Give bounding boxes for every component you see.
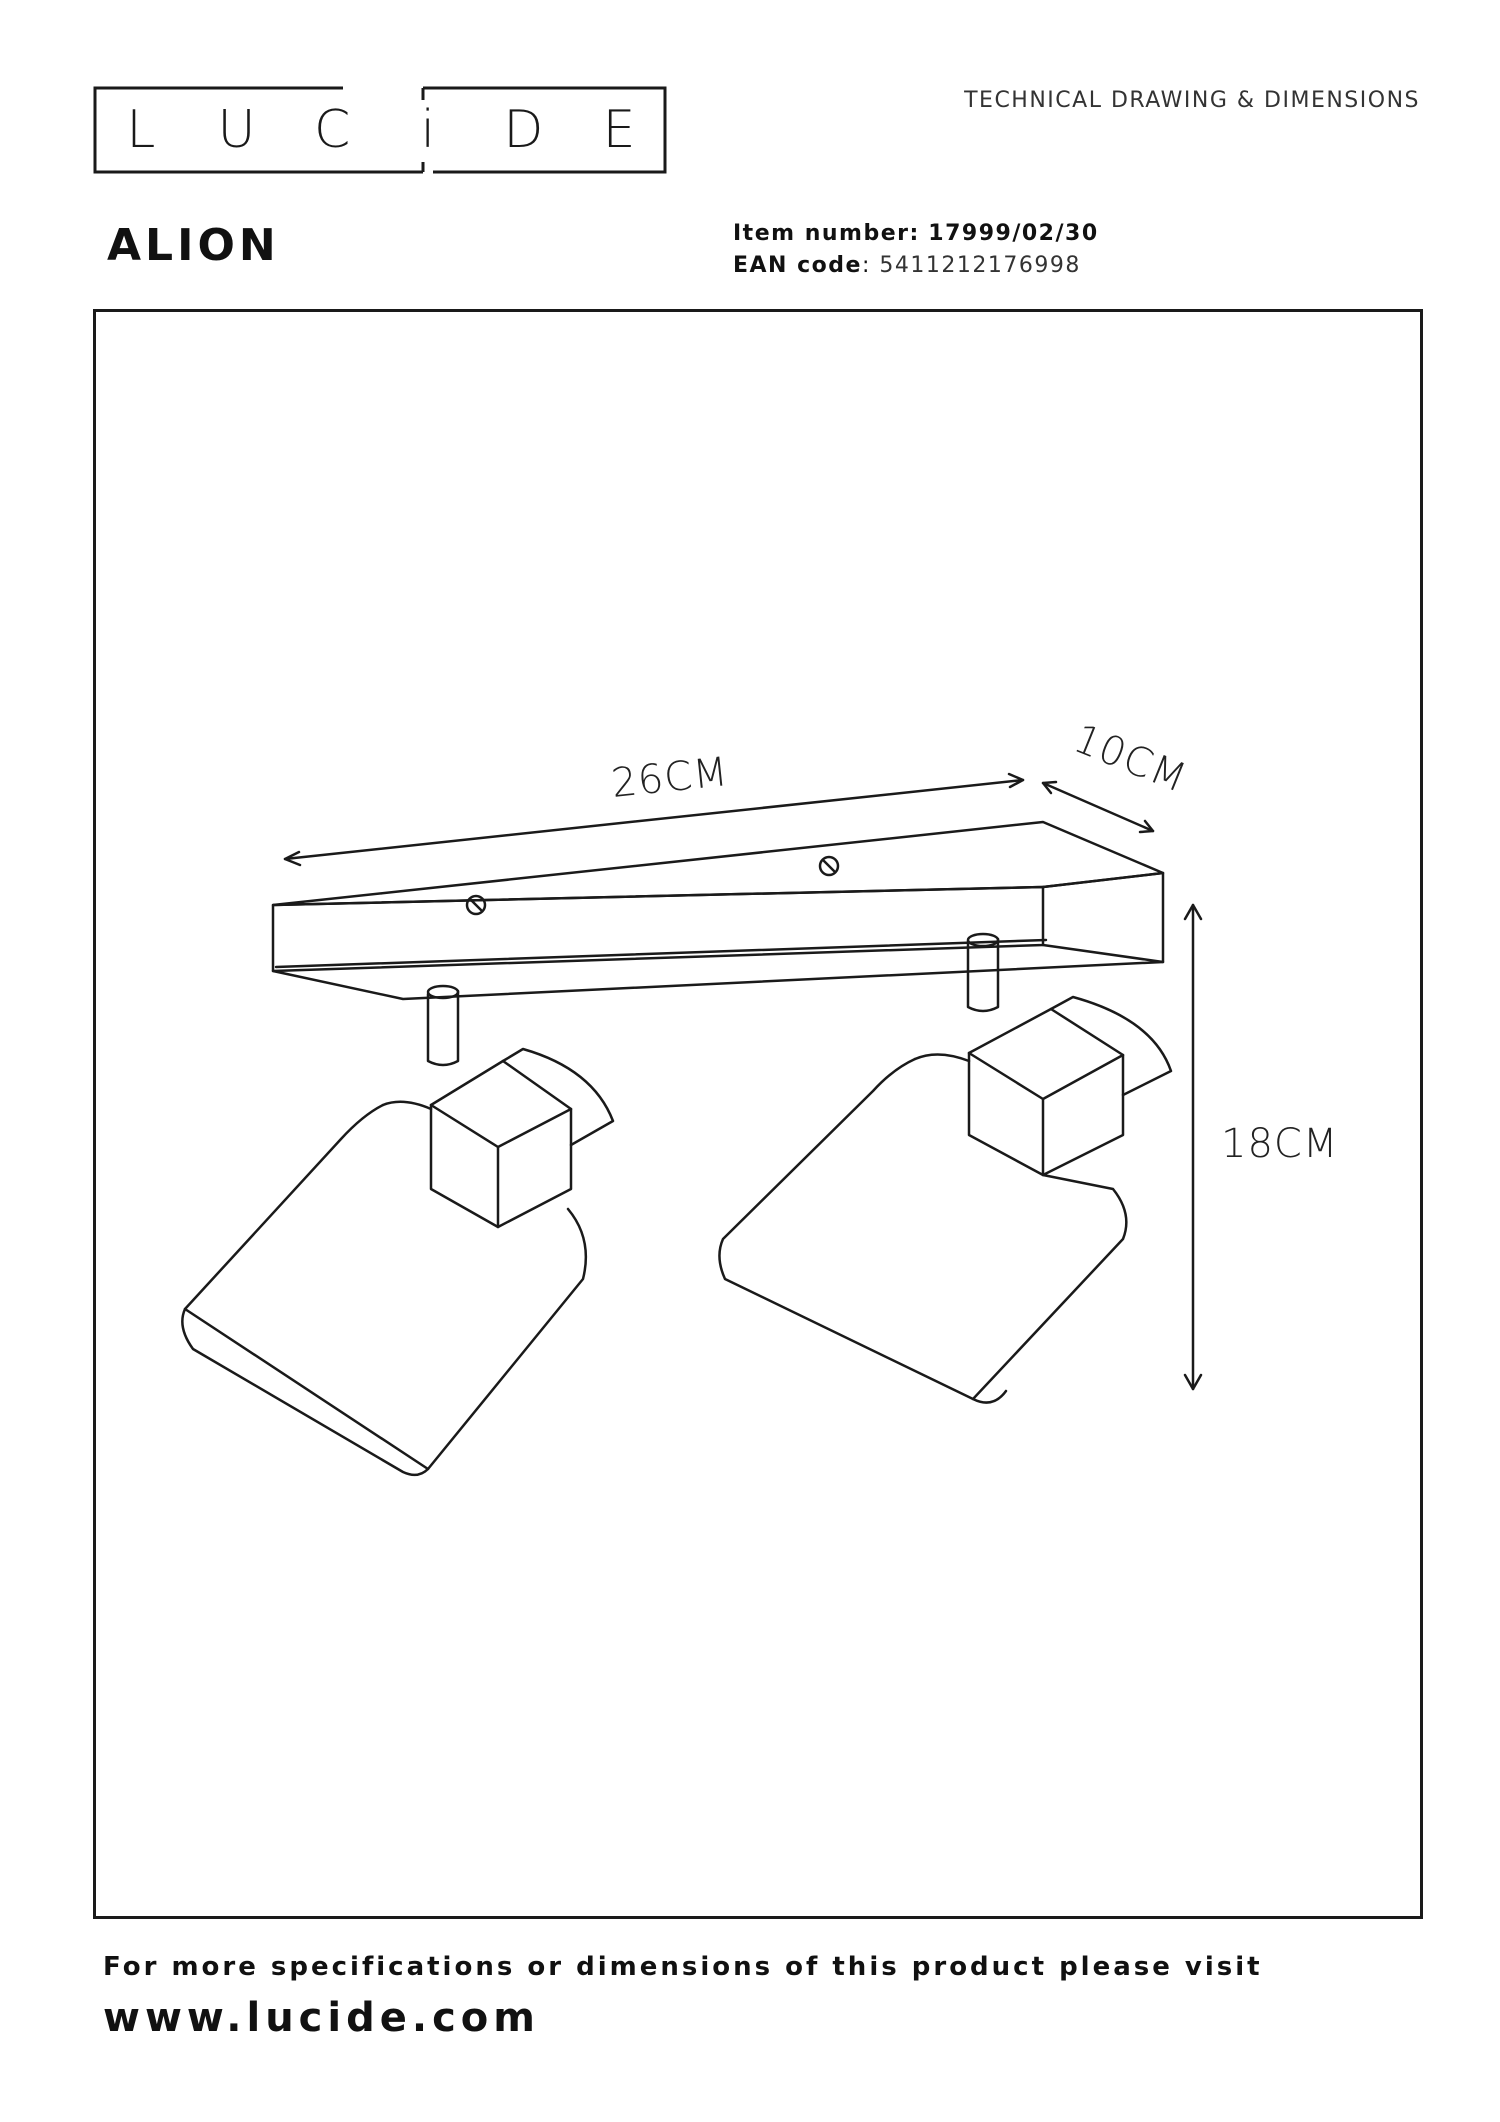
plate-side-face bbox=[1041, 871, 1165, 964]
ean-label: EAN code bbox=[733, 253, 862, 278]
ean-colon: : bbox=[861, 253, 880, 278]
plate-front-face bbox=[271, 885, 1045, 973]
ean-value: 5411212176998 bbox=[879, 253, 1081, 278]
brand-logo: L U C i D E bbox=[93, 86, 667, 174]
logo-letter: C bbox=[313, 100, 351, 160]
footer-url-link[interactable]: www.lucide.com bbox=[103, 1995, 540, 2041]
plate-edge bbox=[274, 938, 1048, 969]
logo-letter: L bbox=[126, 100, 156, 160]
screw-right bbox=[818, 855, 840, 877]
dimension-height-label: 18CM bbox=[1221, 1121, 1338, 1167]
dimension-depth-label: 10CM bbox=[1067, 716, 1193, 803]
item-number-label: Item number: bbox=[733, 221, 920, 246]
dimension-length bbox=[283, 772, 1025, 867]
drawing-frame bbox=[93, 309, 1423, 1919]
logo-letter: i bbox=[420, 100, 436, 160]
logo-frame bbox=[93, 86, 667, 174]
spot-right bbox=[718, 932, 1173, 1404]
technical-drawing: 26CM 10CM 18CM bbox=[181, 716, 1338, 1477]
logo-letter: E bbox=[602, 100, 636, 160]
dimension-height bbox=[1183, 903, 1203, 1391]
item-number-row: Item number: 17999/02/30 bbox=[733, 218, 1099, 250]
document-type: TECHNICAL DRAWING & DIMENSIONS bbox=[964, 88, 1420, 113]
item-number-value: 17999/02/30 bbox=[928, 221, 1099, 246]
logo-wordmark: L U C i D E bbox=[93, 98, 667, 162]
dimension-length-label: 26CM bbox=[609, 749, 731, 807]
footer-note: For more specifications or dimensions of… bbox=[103, 1952, 1263, 1982]
logo-letter: D bbox=[503, 100, 544, 160]
dimension-depth bbox=[1041, 780, 1155, 834]
logo-letter: U bbox=[217, 100, 256, 160]
product-meta: Item number: 17999/02/30 EAN code: 54112… bbox=[733, 218, 1099, 282]
ean-row: EAN code: 5411212176998 bbox=[733, 250, 1099, 282]
plate-underside bbox=[271, 960, 1165, 1001]
product-name: ALION bbox=[107, 220, 280, 271]
spot-left bbox=[181, 984, 615, 1477]
plate-top-face bbox=[271, 820, 1165, 907]
screw-left bbox=[465, 894, 487, 916]
